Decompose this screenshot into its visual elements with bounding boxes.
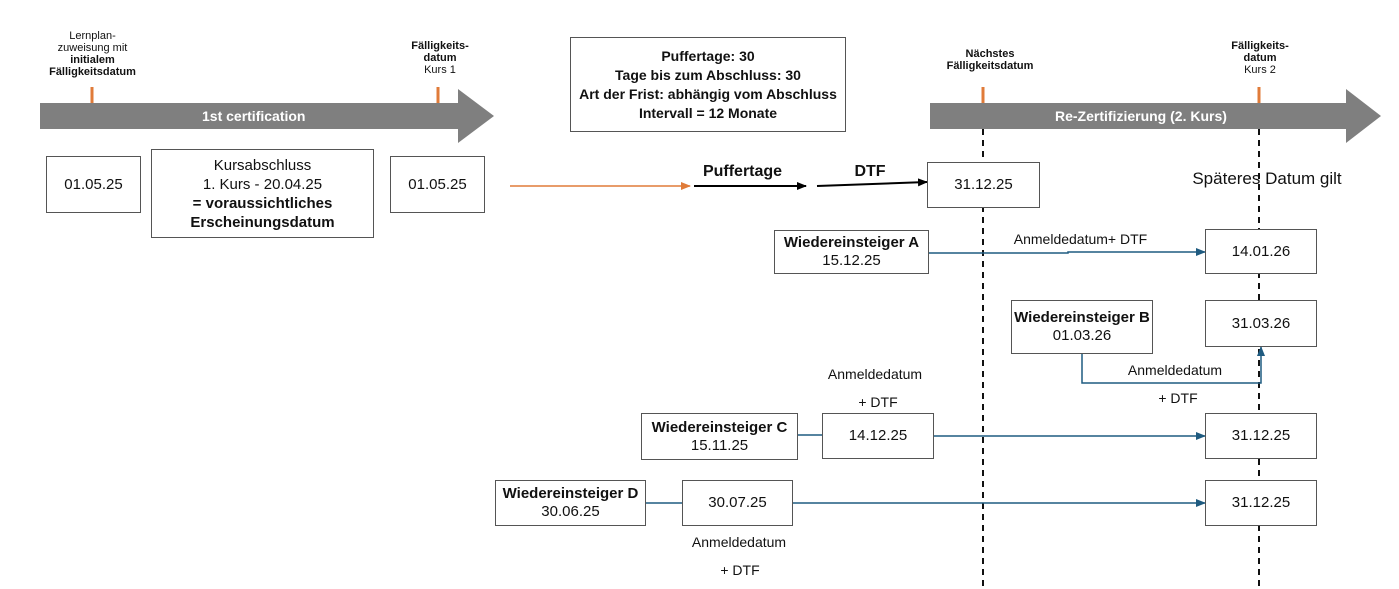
reentrant-a-label: Anmeldedatum+ DTF bbox=[1013, 231, 1148, 247]
reentrant-d-result-box: 31.12.25 bbox=[1205, 480, 1317, 526]
due1-date-box: 01.05.25 bbox=[390, 156, 485, 213]
connector-a bbox=[929, 248, 1206, 256]
recertification-arrow bbox=[930, 89, 1381, 143]
puffertage-label: Puffertage bbox=[702, 163, 783, 180]
next-due-date-box: 31.12.25 bbox=[927, 162, 1040, 208]
dtf-label: DTF bbox=[854, 163, 886, 180]
settings-info-box: Puffertage: 30 Tage bis zum Abschluss: 3… bbox=[570, 37, 846, 132]
due2-label: Fälligkeits- datum Kurs 2 bbox=[1231, 40, 1289, 76]
reentrant-c-mid-box: 14.12.25 bbox=[822, 413, 934, 459]
reentrant-d-box: Wiedereinsteiger D 30.06.25 bbox=[495, 480, 646, 526]
dtf-arrow bbox=[816, 178, 928, 187]
reentrant-c-label-2: + DTF bbox=[858, 394, 898, 410]
assign-date-box: 01.05.25 bbox=[46, 156, 141, 213]
reentrant-d-label-2: + DTF bbox=[720, 562, 760, 578]
due1-label: Fälligkeits- datum Kurs 1 bbox=[411, 40, 469, 76]
recertification-label: Re-Zertifizierung (2. Kurs) bbox=[1055, 108, 1227, 124]
connector-b bbox=[1081, 346, 1265, 384]
reentrant-b-result-box: 31.03.26 bbox=[1205, 300, 1317, 347]
first-certification-arrow bbox=[40, 89, 494, 143]
reentrant-b-label-2: + DTF bbox=[1158, 390, 1198, 406]
reentrant-c-box: Wiedereinsteiger C 15.11.25 bbox=[641, 413, 798, 460]
first-certification-label: 1st certification bbox=[202, 108, 306, 124]
reentrant-a-box: Wiedereinsteiger A 15.12.25 bbox=[774, 230, 929, 274]
reentrant-c-label-1: Anmeldedatum bbox=[827, 366, 923, 382]
reentrant-d-mid-box: 30.07.25 bbox=[682, 480, 793, 526]
reentrant-a-result-box: 14.01.26 bbox=[1205, 229, 1317, 274]
course-completion-box: Kursabschluss 1. Kurs - 20.04.25 = vorau… bbox=[151, 149, 374, 238]
later-date-note: Späteres Datum gilt bbox=[1192, 169, 1342, 188]
reentrant-d-label-1: Anmeldedatum bbox=[691, 534, 787, 550]
reentrant-b-box: Wiedereinsteiger B 01.03.26 bbox=[1011, 300, 1153, 354]
reentrant-c-result-box: 31.12.25 bbox=[1205, 413, 1317, 459]
next-due-label: Nächstes Fälligkeitsdatum bbox=[946, 48, 1034, 72]
assign-label: Lernplan- zuweisung mit initialem Fällig… bbox=[49, 30, 136, 78]
reentrant-b-label-1: Anmeldedatum bbox=[1127, 362, 1223, 378]
